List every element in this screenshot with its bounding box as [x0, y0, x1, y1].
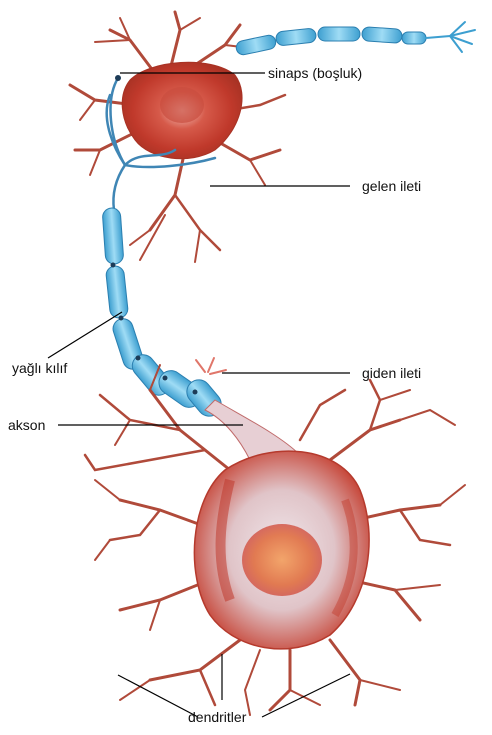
axon-label: akson: [8, 417, 45, 433]
myelin-sheath-label: yağlı kılıf: [12, 360, 67, 376]
outgoing-terminal: [196, 358, 226, 374]
upper-axon-myelin: [235, 27, 426, 56]
upper-nucleus: [160, 87, 204, 123]
main-axon-myelin: [102, 207, 226, 421]
upper-axon-terminals: [426, 22, 475, 52]
dendrites-label: dendritler: [188, 709, 246, 725]
synapse-label: sinaps (boşluk): [268, 65, 362, 81]
incoming-signal-label: gelen ileti: [362, 178, 421, 194]
outgoing-signal-label: giden ileti: [362, 365, 421, 381]
lower-nucleus: [242, 524, 322, 596]
